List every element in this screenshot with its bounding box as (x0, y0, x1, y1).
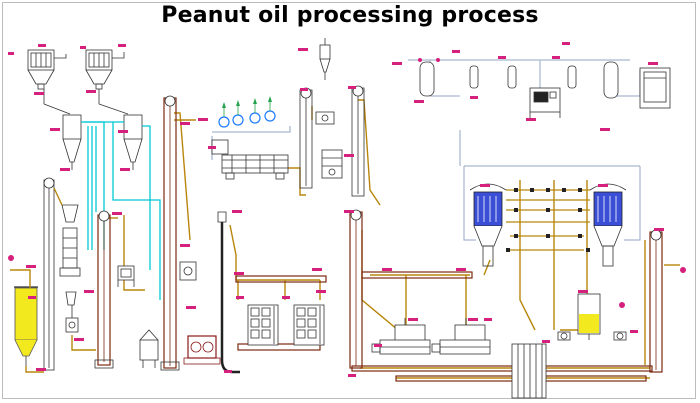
bucket-elevator-2 (94, 210, 114, 369)
bucket-elevator-1 (43, 177, 55, 371)
dust-collector-left (27, 49, 67, 90)
conveyor-1 (235, 275, 327, 283)
flaking-machine (183, 335, 221, 365)
oil-press-stack-2 (293, 304, 325, 346)
control-cabinet (529, 87, 561, 118)
bucket-elevator-4 (349, 209, 363, 369)
bucket-elevator-3 (160, 95, 180, 371)
bucket-elevator-6 (299, 87, 313, 189)
diagram-title: Peanut oil processing process (161, 3, 539, 28)
packing-machine (639, 67, 671, 109)
peanut-sheller (117, 265, 135, 287)
valve-row (506, 188, 590, 252)
instrument-tags (8, 42, 686, 377)
rotary-cooker (211, 139, 289, 180)
vertical-tank-2 (603, 61, 619, 99)
conveyor-3 (237, 343, 321, 351)
crusher (179, 261, 197, 281)
cyclone-top (319, 38, 331, 80)
conveyor-4 (351, 365, 653, 372)
bucket-elevator-5 (649, 229, 663, 373)
oil-press-stack-1 (247, 304, 279, 346)
filter-vessel-1 (469, 65, 479, 89)
bucket-elevator-7 (351, 85, 365, 197)
screw-press-1 (371, 318, 431, 355)
leaching-tower-right (589, 183, 627, 267)
dust-collector-right (85, 49, 125, 90)
raw-material-silo (14, 286, 38, 366)
vertical-tank-1 (419, 61, 435, 97)
filter-vessel-2 (507, 65, 517, 89)
cyclone-left (62, 114, 82, 170)
tower-interconnects (506, 189, 590, 251)
oil-pump-1 (557, 331, 571, 341)
cyclone-right (123, 114, 143, 170)
steam-manifold (459, 130, 641, 241)
leaching-tower-left (469, 183, 507, 267)
conveyor-2 (361, 271, 473, 279)
screw-press-2 (431, 318, 491, 355)
crude-oil-tank (577, 293, 601, 340)
filter-press (511, 343, 547, 399)
air-pipe-network (81, 121, 161, 300)
oil-pump-2 (613, 331, 627, 341)
cleaning-screen (59, 204, 81, 333)
refining-unit-top-right (408, 58, 671, 118)
fan-row (218, 96, 276, 128)
filter-vessel-3 (567, 65, 577, 89)
destoner (139, 329, 159, 368)
conditioner (315, 111, 343, 179)
diagram-border (2, 2, 696, 399)
